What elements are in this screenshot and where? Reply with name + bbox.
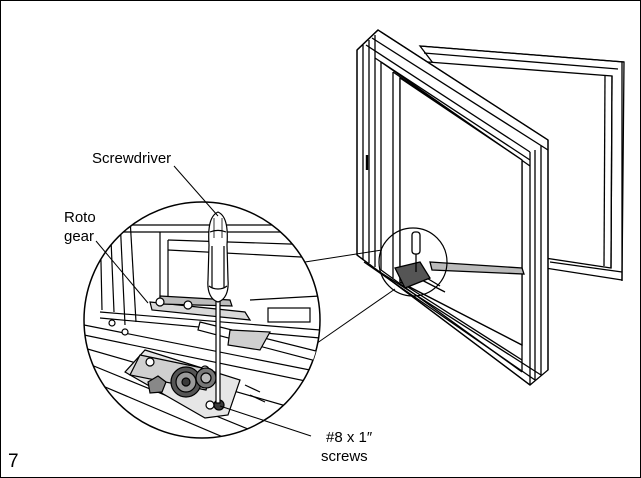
detail-circle bbox=[378, 227, 448, 297]
screws-label-line2: screws bbox=[321, 448, 368, 465]
roto-gear-label-line1: Roto bbox=[64, 209, 96, 226]
leader-lines bbox=[95, 165, 312, 437]
casement-window bbox=[356, 29, 625, 386]
callout-lines bbox=[304, 249, 396, 349]
step-number: 7 bbox=[8, 451, 19, 472]
magnified-detail bbox=[83, 201, 321, 439]
screws-label-line1: #8 x 1″ bbox=[326, 429, 373, 446]
screwdriver-label: Screwdriver bbox=[92, 150, 172, 167]
roto-gear-label-line2: gear bbox=[64, 228, 95, 245]
screwdriver-tool bbox=[207, 211, 229, 404]
window-operator-small bbox=[394, 231, 525, 293]
